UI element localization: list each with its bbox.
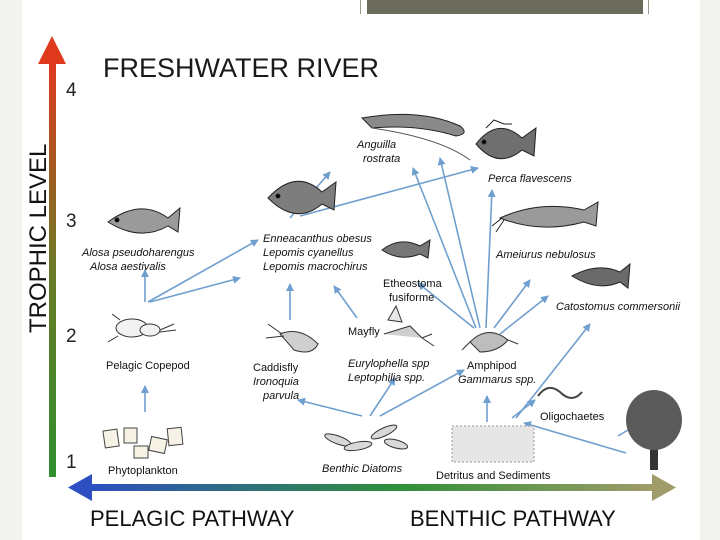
ameiurus-label: Ameiurus nebulosus	[495, 249, 596, 261]
alosa-illustration	[108, 208, 180, 233]
oligochaete-illustration	[538, 388, 582, 398]
perca-illustration	[476, 120, 536, 159]
enneacanthus-label-1: Enneacanthus obesus	[263, 233, 372, 245]
y-axis-label: TROPHIC LEVEL	[25, 144, 52, 333]
copepod-label: Pelagic Copepod	[106, 360, 190, 372]
level-1: 1	[66, 452, 77, 473]
sucker-illustration	[572, 264, 630, 288]
caddisfly-label-2: Ironoquia	[253, 376, 299, 388]
caddisfly-label-3: parvula	[262, 390, 299, 402]
tree-illustration	[626, 390, 682, 470]
mayfly-label-1: Mayfly	[348, 326, 380, 338]
benthic-pathway-label: BENTHIC PATHWAY	[410, 506, 616, 531]
amphipod-label-2: Gammarus spp.	[458, 374, 536, 386]
level-3: 3	[66, 211, 77, 232]
level-2: 2	[66, 326, 77, 347]
diatoms-label: Benthic Diatoms	[322, 463, 403, 475]
alosa-label-1: Alosa pseudoharengus	[81, 247, 195, 259]
diatoms-illustration	[323, 422, 408, 452]
pelagic-pathway-label: PELAGIC PATHWAY	[90, 506, 295, 531]
detritus-illustration	[452, 426, 534, 462]
etheostoma-label-1: Etheostoma	[383, 278, 443, 290]
oligochaetes-label: Oligochaetes	[540, 411, 605, 423]
caddisfly-label-1: Caddisfly	[253, 362, 299, 374]
phytoplankton-illustration	[103, 427, 183, 458]
mayfly-label-3: Leptophilia spp.	[348, 372, 425, 384]
level-4: 4	[66, 80, 77, 101]
darter-illustration	[382, 240, 430, 258]
phytoplankton-label: Phytoplankton	[108, 465, 178, 477]
page-title: FRESHWATER RIVER	[103, 53, 379, 83]
pathway-axis	[68, 474, 676, 501]
mayfly-label-2: Eurylophella spp	[348, 358, 429, 370]
etheostoma-label-2: fusiforme	[389, 292, 434, 304]
anguilla-label-2: rostrata	[363, 153, 400, 165]
detritus-label: Detritus and Sediments	[436, 470, 551, 482]
catfish-illustration	[492, 202, 598, 232]
amphipod-illustration	[462, 332, 518, 352]
enneacanthus-label-2: Lepomis cyanellus	[263, 247, 354, 259]
alosa-label-2: Alosa aestivalis	[89, 261, 166, 273]
copepod-illustration	[108, 314, 176, 342]
catostomus-label: Catostomus commersonii	[556, 301, 681, 313]
perca-label: Perca flavescens	[488, 173, 572, 185]
enneacanthus-label-3: Lepomis macrochirus	[263, 261, 368, 273]
anguilla-label-1: Anguilla	[356, 139, 396, 151]
caddisfly-illustration	[266, 324, 318, 352]
amphipod-label-1: Amphipod	[467, 360, 517, 372]
mayfly-illustration	[384, 306, 434, 346]
